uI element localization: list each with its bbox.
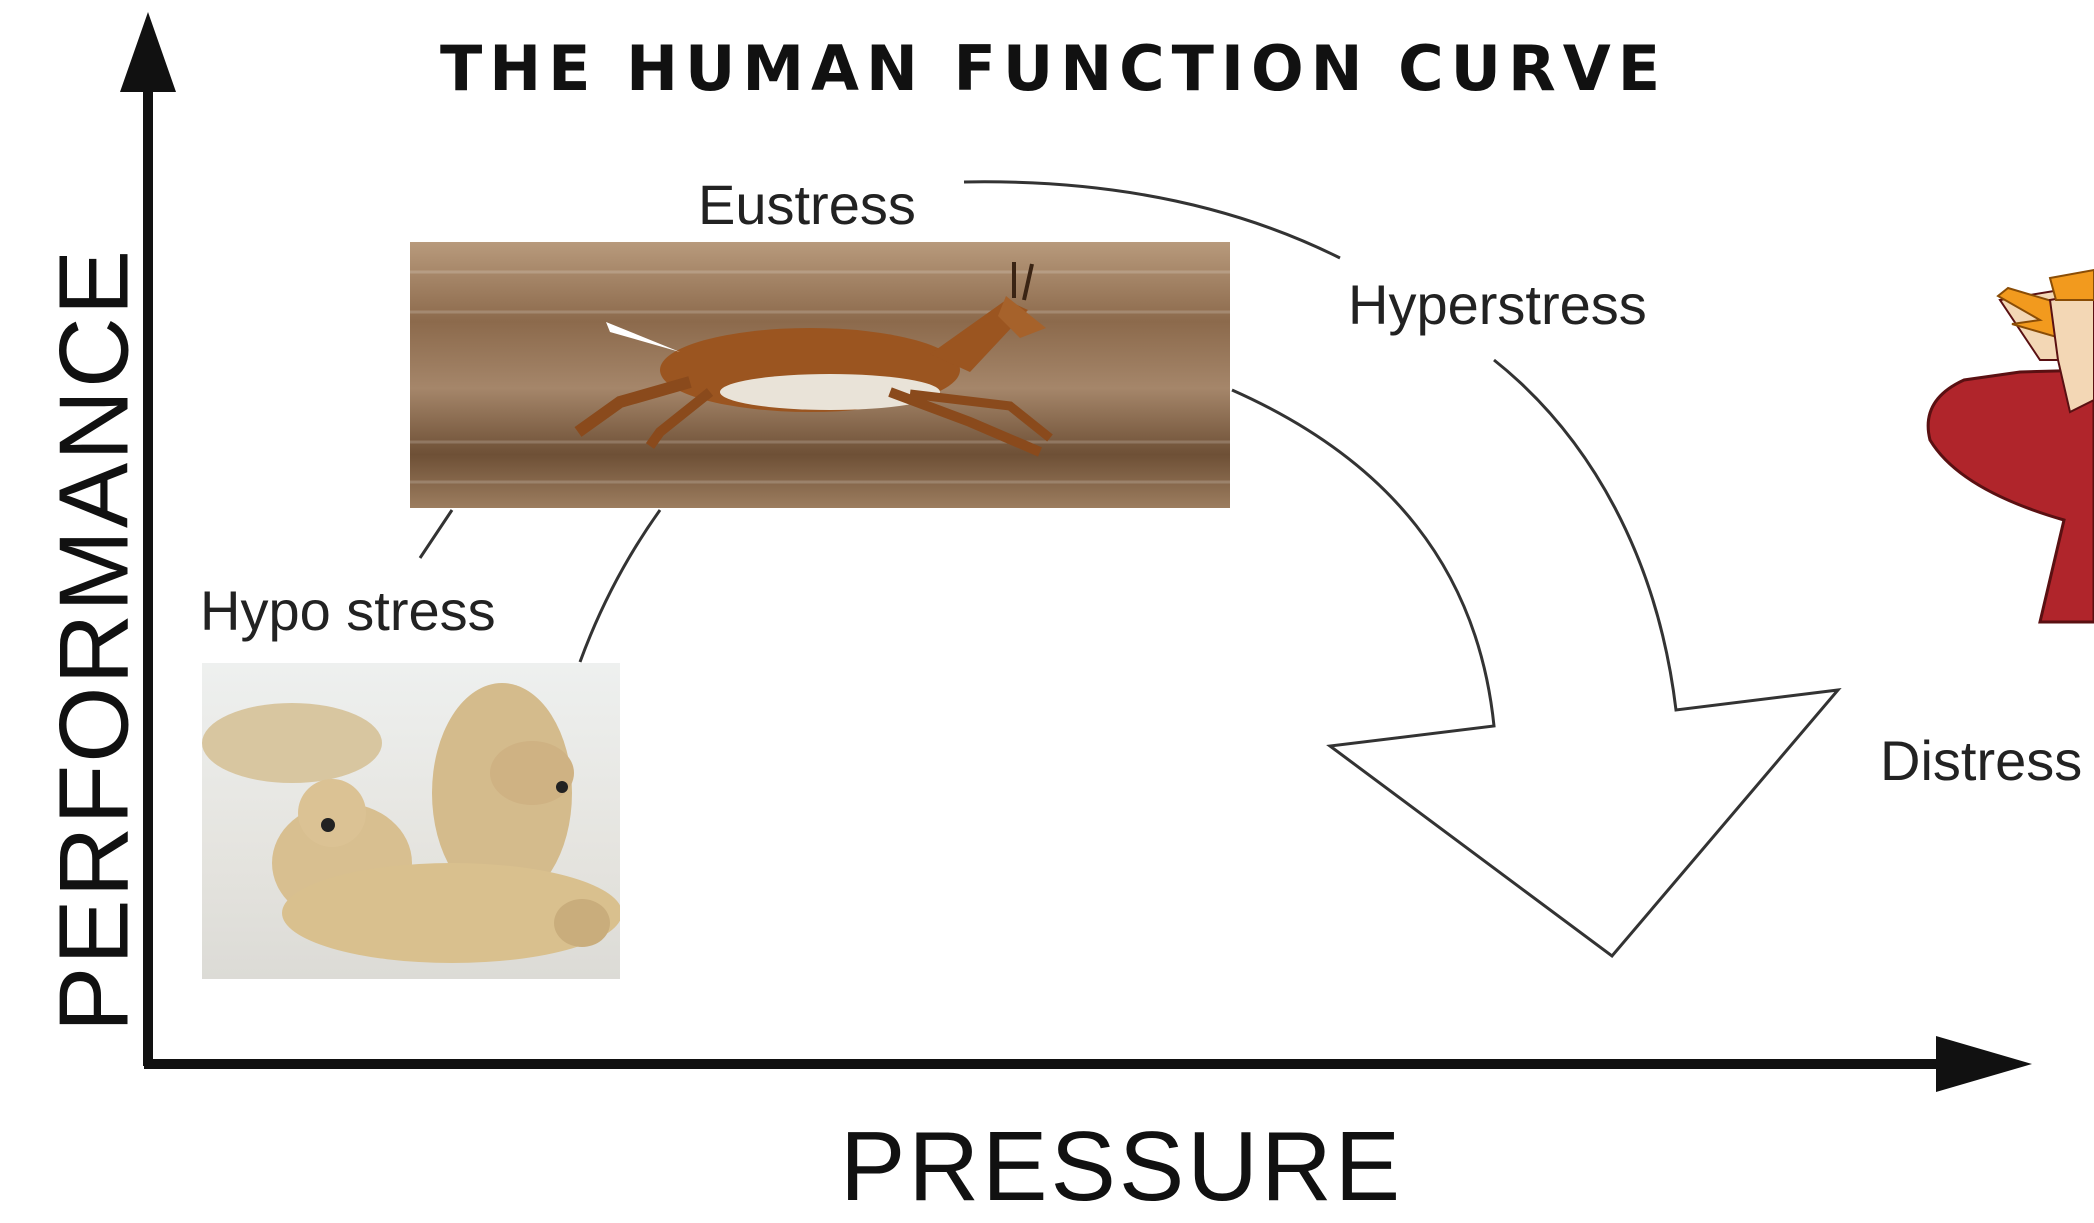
y-axis-label: PERFORMANCE [38, 247, 149, 1033]
curve-segment-rise [578, 509, 662, 663]
x-axis-arrow-icon [1936, 1036, 2032, 1092]
stage-label-hyperstress: Hyperstress [1348, 273, 1647, 336]
photo-of-running-gazelle [410, 242, 1230, 508]
diagram-graphics [120, 12, 2094, 1092]
cartoon-stressed-person [1926, 268, 2094, 624]
curve-segment-peak [963, 180, 1341, 260]
curve-segment-hypo [418, 509, 454, 559]
human-function-diagram: THE HUMAN FUNCTION CURVE PERFORMANCE PRE… [38, 12, 2094, 1221]
x-axis-label: PRESSURE [840, 1111, 1404, 1221]
downward-block-arrow-icon [1231, 358, 1842, 959]
y-axis-arrow-icon [120, 12, 176, 92]
photo-of-resting-polar-bears [202, 663, 620, 979]
stage-label-hypo-stress: Hypo stress [200, 579, 496, 642]
stage-label-eustress: Eustress [698, 173, 916, 236]
stage-label-distress: Distress [1880, 729, 2083, 792]
diagram-title: THE HUMAN FUNCTION CURVE [440, 32, 1668, 105]
